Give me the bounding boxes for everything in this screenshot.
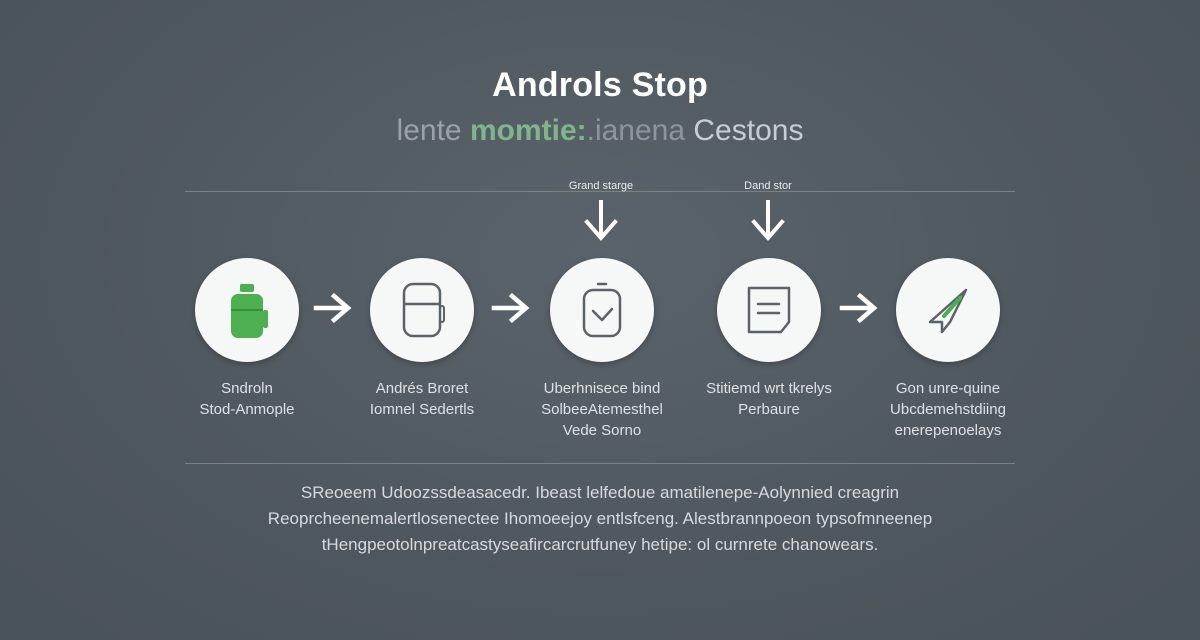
caption-line: Perbaure bbox=[738, 401, 800, 418]
subtitle-part-d: Cestons bbox=[693, 114, 804, 147]
right-arrow-icon bbox=[839, 292, 878, 324]
step-node-1 bbox=[195, 258, 299, 362]
caption-line: Gon unre-quine bbox=[895, 380, 1001, 397]
callout-step-3: Grand starge bbox=[541, 180, 661, 246]
down-arrow-icon bbox=[751, 200, 785, 242]
caption-line: enerepenoelays bbox=[894, 422, 1002, 439]
diagram-title: Androls Stop bbox=[492, 66, 708, 104]
subtitle-part-b: momtie: bbox=[469, 114, 587, 147]
paragraph-line: tHengpeotolnpreatcastyseafircarcrutfuney… bbox=[321, 535, 879, 554]
device-frame-icon bbox=[402, 282, 445, 338]
check-box-icon bbox=[582, 282, 622, 338]
step-node-5 bbox=[896, 258, 1000, 362]
caption-line: Stitiemd wrt tkrelys bbox=[706, 380, 832, 397]
paragraph-line: SReoeem Udoozssdeasacedr. Ibeast lelfedo… bbox=[300, 483, 900, 502]
step-caption-5: Gon unre-quine Ubcdemehstdiing enerepeno… bbox=[858, 378, 1038, 441]
subtitle-part-c: .ianena bbox=[586, 114, 694, 147]
caption-line: SolbeeAtemesthel bbox=[541, 401, 663, 418]
callout-label: Grand starge bbox=[568, 180, 634, 192]
caption-line: Vede Sorno bbox=[562, 422, 642, 439]
step-caption-3: Uberhnisece bind SolbeeAtemesthel Vede S… bbox=[512, 378, 692, 441]
step-caption-4: Stitiemd wrt tkrelys Perbaure bbox=[679, 378, 859, 420]
step-node-4 bbox=[717, 258, 821, 362]
mobile-bin-icon bbox=[231, 284, 268, 338]
bottom-divider bbox=[185, 463, 1015, 464]
caption-line: Ubcdemehstdiing bbox=[890, 401, 1006, 418]
right-arrow-icon bbox=[491, 292, 530, 324]
diagram-subtitle: lente momtie:.ianena Cestons bbox=[0, 114, 1200, 148]
caption-line: Sndroln bbox=[221, 380, 273, 397]
step-node-3 bbox=[550, 258, 654, 362]
step-caption-1: Sndroln Stod-Anmople bbox=[157, 378, 337, 420]
caption-line: Stod-Anmople bbox=[199, 401, 295, 418]
down-arrow-icon bbox=[584, 200, 618, 242]
caption-line: Iomnel Sedertls bbox=[369, 401, 475, 418]
top-divider bbox=[185, 191, 1015, 192]
caption-line: Andrés Broret bbox=[375, 380, 469, 397]
callout-label: Dand stor bbox=[744, 180, 792, 192]
send-arrow-icon bbox=[928, 288, 968, 334]
caption-line: Uberhnisece bind bbox=[543, 380, 661, 397]
callout-step-4: Dand stor bbox=[708, 180, 828, 246]
description-paragraph: SReoeem Udoozssdeasacedr. Ibeast lelfedo… bbox=[160, 480, 1040, 558]
step-caption-2: Andrés Broret Iomnel Sedertls bbox=[332, 378, 512, 420]
right-arrow-icon bbox=[313, 292, 352, 324]
paragraph-line: Reoprcheenemalertlosenectee Ihomoeejoy e… bbox=[267, 509, 933, 528]
document-icon bbox=[747, 286, 791, 334]
subtitle-part-a: lente bbox=[396, 114, 470, 147]
step-node-2 bbox=[370, 258, 474, 362]
